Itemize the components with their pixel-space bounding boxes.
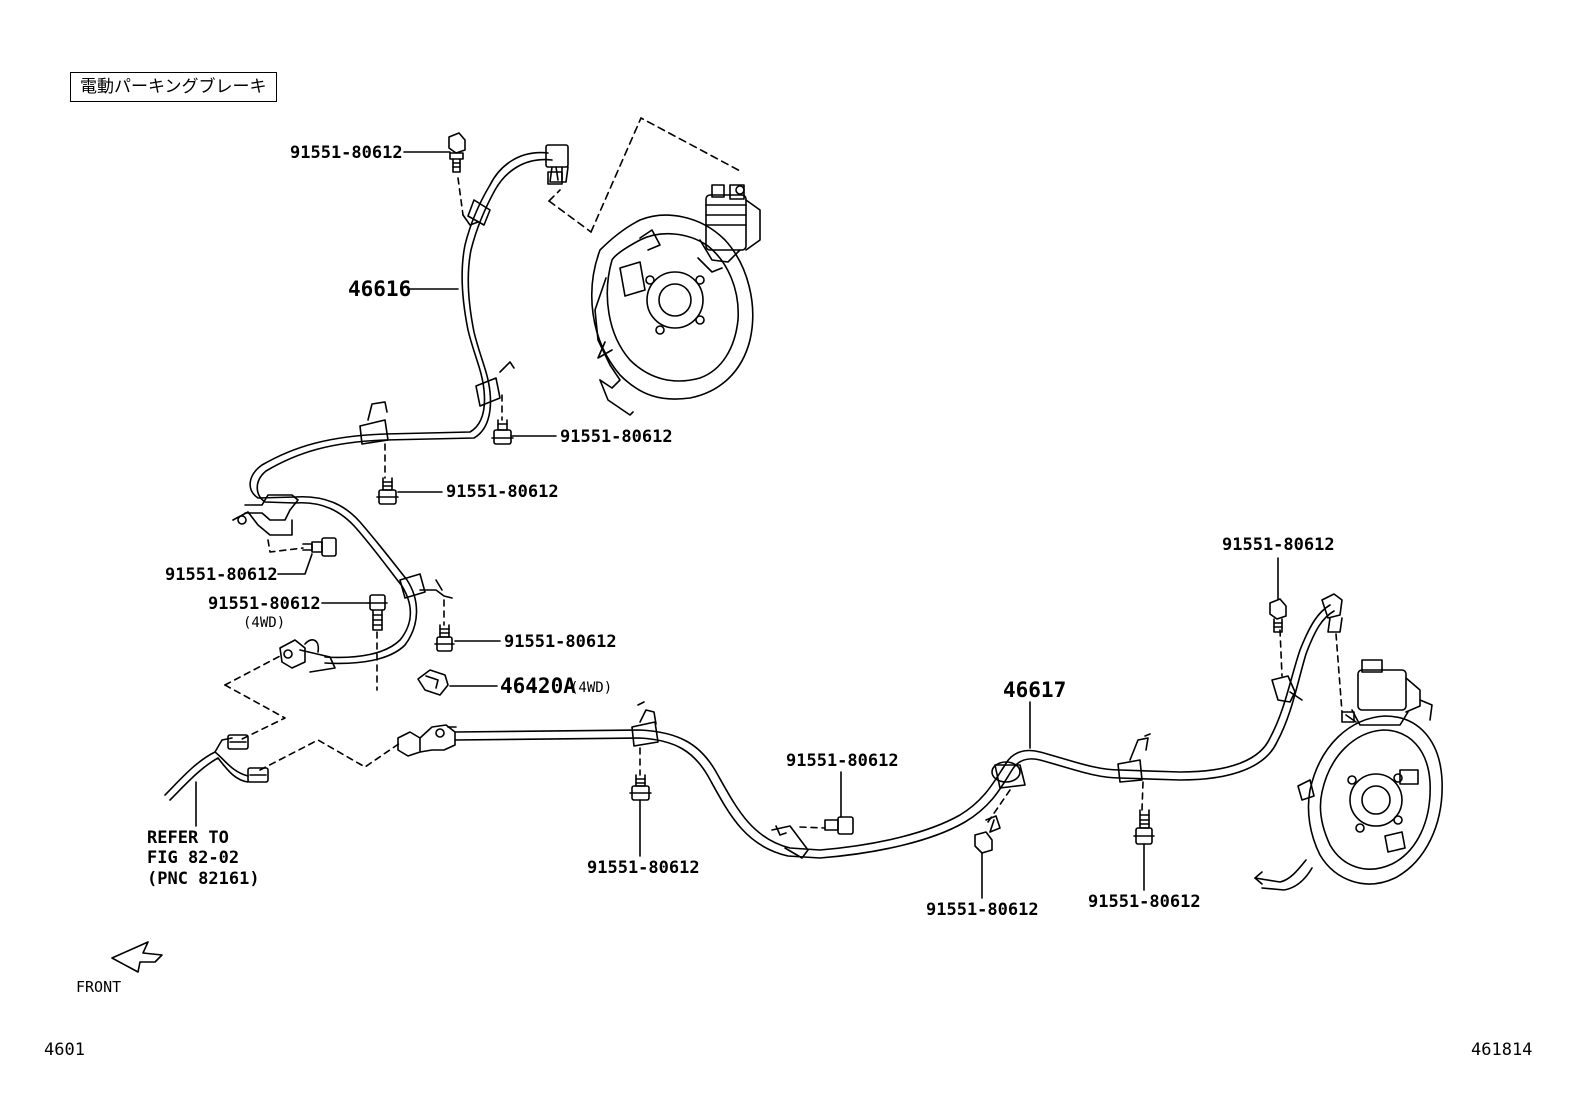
front-arrow-icon — [111, 941, 163, 973]
label-bolt-8: 91551-80612 — [786, 751, 899, 771]
leader-lines — [277, 151, 1279, 899]
bolt-5 — [367, 594, 388, 631]
label-bolt-4: 91551-80612 — [165, 565, 278, 585]
cable-46617 — [454, 604, 1335, 859]
bolt-10 — [1133, 809, 1155, 845]
ref-line-3: (PNC 82161) — [147, 869, 260, 889]
brake-assembly-left — [591, 184, 761, 416]
label-bolt-10: 91551-80612 — [1088, 892, 1201, 912]
bolt-7 — [629, 774, 652, 801]
connector-left-top — [545, 144, 569, 185]
diagram-title: 電動パーキングブレーキ — [70, 72, 277, 102]
bolt-6 — [434, 624, 455, 652]
harness-ref — [164, 734, 269, 827]
label-bolt-5: 91551-80612 — [208, 594, 321, 614]
brake-assembly-right — [1254, 659, 1443, 891]
bracket-left-5 — [399, 573, 453, 599]
bracket-left-4 — [232, 494, 299, 536]
label-bolt-5-note: (4WD) — [243, 615, 285, 631]
label-clamp-46420A: 46420A — [500, 674, 576, 698]
clip-left-1 — [462, 199, 491, 226]
label-bolt-7: 91551-80612 — [587, 858, 700, 878]
bolt-11 — [1269, 598, 1287, 633]
bolt-1 — [448, 132, 466, 173]
connector-right-top — [1321, 593, 1343, 633]
dashed-leaders-right — [639, 629, 1343, 829]
bolt-8 — [824, 816, 854, 835]
label-clamp-note: (4WD) — [570, 680, 612, 696]
ref-line-2: FIG 82-02 — [147, 848, 239, 868]
grommet-center — [991, 761, 1026, 789]
bolt-2 — [491, 419, 514, 445]
label-bolt-2: 91551-80612 — [560, 427, 673, 447]
image-code: 461814 — [1471, 1040, 1533, 1060]
label-bolt-3: 91551-80612 — [446, 482, 559, 502]
ref-line-1: REFER TO — [147, 828, 229, 848]
grommet-right — [1271, 675, 1303, 703]
connector-left-bottom — [279, 639, 336, 673]
label-bolt-9: 91551-80612 — [926, 900, 1039, 920]
cable-46616 — [249, 151, 553, 665]
label-bolt-6: 91551-80612 — [504, 632, 617, 652]
label-cable-46616: 46616 — [348, 277, 411, 301]
figure-code: 4601 — [44, 1040, 85, 1060]
dashed-leaders-left — [548, 117, 743, 233]
connector-center-left — [397, 724, 457, 757]
clip-left-2 — [475, 361, 515, 407]
clamp-46420A — [417, 669, 449, 696]
bolt-9 — [974, 815, 1001, 854]
bracket-center-1 — [631, 701, 659, 747]
bracket-center-3 — [1117, 733, 1151, 783]
bracket-center-2 — [771, 825, 809, 859]
bolt-3 — [376, 477, 399, 505]
dashed-leaders-mid — [224, 177, 503, 771]
bolt-4 — [302, 537, 337, 557]
label-bolt-1: 91551-80612 — [290, 143, 403, 163]
label-cable-46617: 46617 — [1003, 678, 1066, 702]
bracket-left-3 — [359, 401, 389, 445]
front-label: FRONT — [76, 978, 121, 996]
label-bolt-11: 91551-80612 — [1222, 535, 1335, 555]
